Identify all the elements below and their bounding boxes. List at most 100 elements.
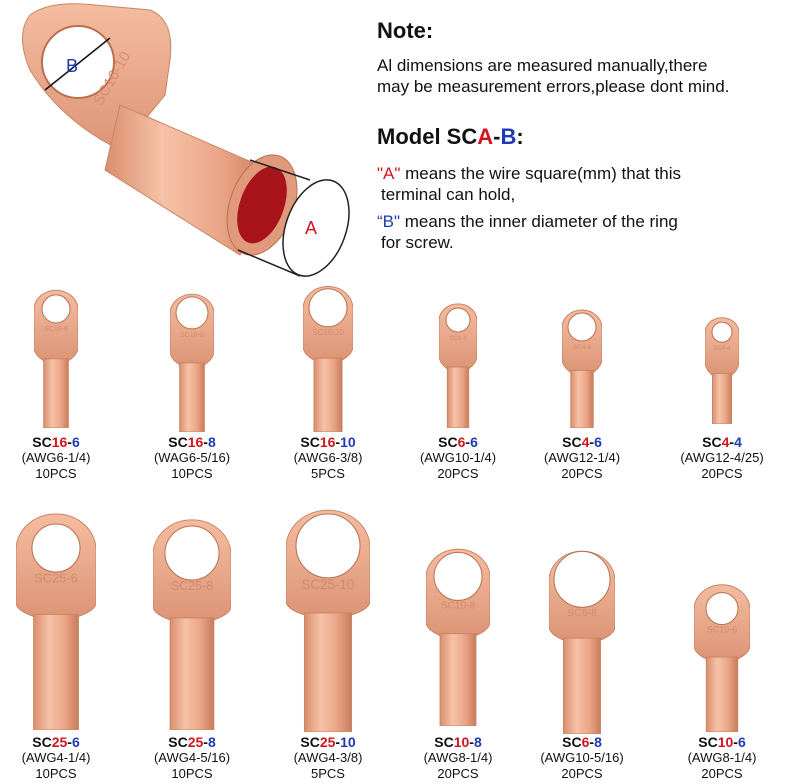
model-b-value: 6 bbox=[594, 434, 602, 450]
lug-image: SC6-8 bbox=[549, 550, 615, 734]
lug-item: SC6-6 bbox=[398, 302, 518, 428]
lug-image: SC4-4 bbox=[705, 317, 739, 424]
lug-stamp: SC25-8 bbox=[171, 579, 213, 593]
lug-quantity: 10PCS bbox=[171, 766, 213, 781]
lug-ring-hole bbox=[553, 550, 611, 608]
model-dash: - bbox=[67, 734, 72, 750]
model-a-value: 16 bbox=[187, 434, 204, 450]
lug-item: SC6-8 bbox=[522, 548, 642, 734]
lug-barrel bbox=[570, 369, 594, 428]
model-b-value: 6 bbox=[470, 434, 478, 450]
lug-awg: (AWG8-1/4) bbox=[687, 750, 757, 765]
model-a-value: 25 bbox=[51, 734, 68, 750]
model-prefix: SC bbox=[698, 734, 718, 750]
model-prefix: SC bbox=[438, 434, 458, 450]
model-dash: - bbox=[733, 734, 738, 750]
lug-caption: SC4-6(AWG12-1/4)20PCS bbox=[522, 434, 642, 482]
a-quote: "A" bbox=[377, 164, 401, 183]
model-prefix: SC bbox=[168, 734, 188, 750]
lug-quantity: 5PCS bbox=[311, 766, 345, 781]
lug-caption: SC4-4(AWG12-4/25)20PCS bbox=[662, 434, 782, 482]
lug-stamp: SC16-6 bbox=[44, 326, 68, 333]
model-b-value: 6 bbox=[71, 734, 80, 750]
lug-item: SC25-6 bbox=[0, 510, 116, 730]
lug-barrel bbox=[711, 372, 733, 424]
lug-barrel bbox=[169, 617, 215, 730]
lug-barrel bbox=[43, 358, 69, 428]
lug-ring-hole bbox=[711, 321, 733, 343]
lug-image: SC16-8 bbox=[170, 293, 214, 432]
model-b-value: 8 bbox=[207, 434, 216, 450]
lug-quantity: 20PCS bbox=[561, 466, 603, 481]
lug-barrel bbox=[446, 366, 470, 428]
model-dash: - bbox=[729, 434, 735, 450]
lug-quantity: 20PCS bbox=[701, 466, 743, 481]
model-prefix: SC bbox=[168, 434, 188, 450]
lug-quantity: 5PCS bbox=[311, 466, 345, 481]
note-line-2: may be measurement errors,please dont mi… bbox=[377, 77, 730, 96]
lug-caption: SC25-8(AWG4-5/16)10PCS bbox=[132, 734, 252, 782]
b-text-1: means the inner diameter of the ring bbox=[400, 212, 678, 231]
lug-stamp: SC6-6 bbox=[449, 335, 467, 342]
lug-ring-hole bbox=[31, 523, 81, 573]
lug-awg: (AWG4-5/16) bbox=[153, 750, 231, 765]
lug-caption: SC10-8(AWG8-1/4)20PCS bbox=[398, 734, 518, 782]
lug-image: SC10-6 bbox=[694, 584, 750, 732]
model-prefix: SC bbox=[562, 734, 582, 750]
model-b-value: 6 bbox=[737, 734, 746, 750]
a-text-1: means the wire square(mm) that this bbox=[400, 164, 682, 183]
lug-stamp: SC10-6 bbox=[707, 625, 737, 635]
lug-item: SC10-6 bbox=[662, 582, 782, 732]
model-dash: - bbox=[493, 124, 501, 149]
model-prefix: SC bbox=[702, 434, 722, 450]
model-suffix: : bbox=[516, 124, 524, 149]
model-a-value: 16 bbox=[51, 434, 68, 450]
b-quote: “B" bbox=[377, 212, 401, 231]
lug-caption: SC6-6(AWG10-1/4)20PCS bbox=[398, 434, 518, 482]
lug-model-code: SC10-6 bbox=[662, 734, 782, 750]
model-dash: - bbox=[589, 434, 595, 450]
lug-awg: (AWG4-1/4) bbox=[21, 750, 91, 765]
lug-caption: SC25-6(AWG4-1/4)10PCS bbox=[0, 734, 116, 782]
model-prefix: SC bbox=[300, 734, 320, 750]
lug-model-code: SC6-8 bbox=[522, 734, 642, 750]
lug-ring-hole bbox=[705, 592, 739, 626]
model-b-value: 8 bbox=[207, 734, 216, 750]
lug-item: SC16-10 bbox=[268, 284, 388, 432]
model-prefix: SC bbox=[300, 434, 320, 450]
b-text-2: for screw. bbox=[381, 233, 454, 252]
lug-ring-hole bbox=[445, 307, 471, 333]
lug-ring-hole bbox=[41, 294, 71, 324]
lug-quantity: 20PCS bbox=[701, 766, 743, 781]
lug-model-code: SC4-6 bbox=[522, 434, 642, 450]
lug-model-code: SC4-4 bbox=[662, 434, 782, 450]
model-prefix: SC bbox=[434, 734, 454, 750]
lug-model-code: SC25-6 bbox=[0, 734, 116, 750]
lug-caption: SC16-8(WAG6-5/16)10PCS bbox=[132, 434, 252, 482]
lug-model-code: SC10-8 bbox=[398, 734, 518, 750]
model-a-value: 6 bbox=[457, 434, 466, 450]
lug-caption: SC25-10(AWG4-3/8)5PCS bbox=[268, 734, 388, 782]
model-b-value: 4 bbox=[734, 434, 742, 450]
lug-item: SC16-8 bbox=[132, 292, 252, 432]
lug-image: SC25-10 bbox=[286, 509, 370, 732]
model-a-value: 25 bbox=[187, 734, 204, 750]
lug-quantity: 10PCS bbox=[35, 766, 77, 781]
model-dash: - bbox=[67, 434, 72, 450]
lug-image: SC25-6 bbox=[16, 513, 96, 730]
lug-stamp: SC10-8 bbox=[441, 601, 476, 612]
model-a-value: 4 bbox=[721, 434, 730, 450]
lug-ring-hole bbox=[433, 551, 483, 601]
lug-ring-hole bbox=[308, 288, 348, 328]
lug-item: SC10-8 bbox=[398, 546, 518, 726]
lug-stamp: SC25-6 bbox=[34, 570, 77, 585]
lug-barrel bbox=[303, 612, 353, 732]
lug-model-code: SC25-10 bbox=[268, 734, 388, 750]
lug-stamp: SC25-10 bbox=[301, 577, 354, 592]
lug-awg: (AWG4-3/8) bbox=[293, 750, 363, 765]
lug-awg: (AWG6-3/8) bbox=[293, 450, 363, 465]
lug-item: SC16-6 bbox=[0, 288, 116, 428]
lug-stamp: SC4-6 bbox=[573, 344, 592, 351]
lug-stamp: SC16-10 bbox=[312, 328, 344, 337]
model-prefix: Model SC bbox=[377, 124, 478, 149]
